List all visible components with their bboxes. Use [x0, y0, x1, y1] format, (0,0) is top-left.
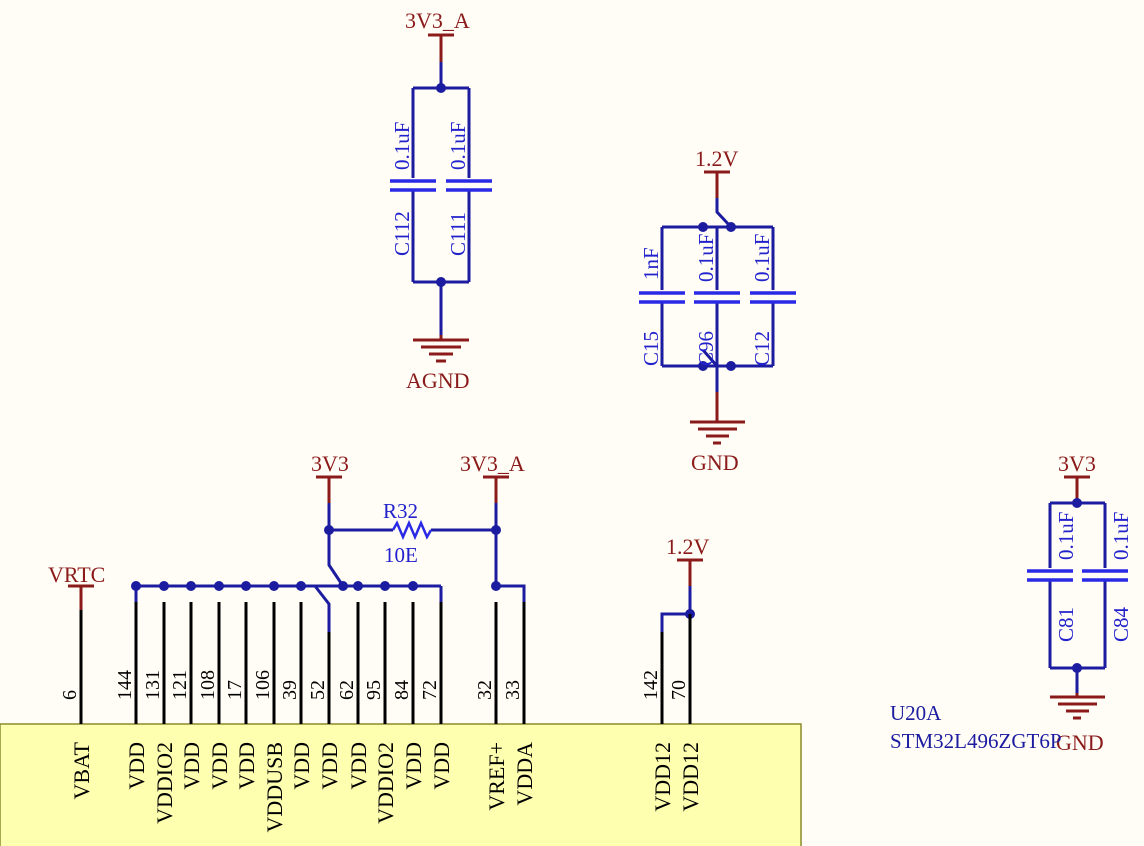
pin-number: 95: [363, 680, 385, 700]
cap-c96-ref: C96: [694, 331, 718, 366]
resistor-ref: R32: [383, 499, 418, 523]
cap-c112-value: 0.1uF: [390, 122, 414, 170]
pin-number: 142: [640, 670, 662, 700]
pin-number: 6: [59, 690, 81, 700]
cap-group-1v2: [639, 170, 796, 445]
resistor-value: 10E: [384, 543, 418, 567]
pin-number: 70: [668, 680, 690, 700]
cap-c112-ref: C112: [390, 211, 414, 256]
net-3v3: 3V3: [311, 451, 349, 476]
cap-c15-ref: C15: [639, 331, 663, 366]
cap-c84-ref: C84: [1109, 606, 1133, 642]
ic-ref: U20A: [890, 701, 942, 725]
pin-number: 52: [307, 680, 329, 700]
pin-name: VDDIO2: [152, 742, 177, 824]
pin-name: VREF+: [484, 742, 509, 811]
net-vrtc: VRTC: [48, 562, 105, 587]
pin-name: VBAT: [69, 741, 94, 799]
pin-name: VDDA: [512, 742, 537, 806]
pin-name: VDD: [179, 742, 204, 790]
cap-c12-value: 0.1uF: [750, 234, 774, 282]
cap-group-3v3a: [390, 33, 492, 363]
net-1v2-bottom: 1.2V: [666, 534, 710, 559]
net-gnd-mid: GND: [691, 450, 739, 475]
net-3v3a-bottom: 3V3_A: [460, 451, 525, 476]
ic-part: STM32L496ZGT6P: [890, 729, 1062, 753]
cap-c84-value: 0.1uF: [1109, 512, 1133, 560]
pin-name: VDD: [234, 742, 259, 790]
net-agnd: AGND: [406, 368, 470, 393]
pin-number: 32: [474, 680, 496, 700]
ic-pin-lines: [79, 602, 692, 724]
pin-number: 39: [279, 680, 301, 700]
pin-number: 106: [252, 670, 274, 700]
pin-name: VDD: [429, 742, 454, 790]
ic-body: [0, 723, 802, 846]
pin-number: 84: [391, 680, 413, 700]
net-3v3-right: 3V3: [1058, 451, 1096, 476]
pin-number: 62: [336, 680, 358, 700]
cap-c96-value: 0.1uF: [694, 234, 718, 282]
pin-name: VDD: [401, 742, 426, 790]
pin-name: VDD: [346, 742, 371, 790]
cap-c111-ref: C111: [446, 212, 470, 256]
pin-name: VDD: [289, 742, 314, 790]
pin-number: 131: [142, 670, 164, 700]
vdd12-network: [660, 558, 703, 632]
pin-name: VDD12: [678, 742, 703, 812]
pin-number: 121: [169, 670, 191, 700]
pin-name: VDDIO2: [373, 742, 398, 824]
cap-c81-value: 0.1uF: [1054, 512, 1078, 560]
cap-c81-ref: C81: [1054, 607, 1078, 642]
vdd-network: [131, 475, 526, 632]
net-gnd-right: GND: [1056, 730, 1104, 755]
cap-c111-value: 0.1uF: [446, 122, 470, 170]
pin-number: 144: [114, 670, 136, 700]
pin-name: VDD: [317, 742, 342, 790]
cap-group-3v3-right: [1027, 475, 1128, 720]
pin-name: VDDUSB: [262, 742, 287, 832]
cap-c12-ref: C12: [750, 331, 774, 366]
pin-name: VDD: [207, 742, 232, 790]
pin-name: VDD12: [650, 742, 675, 812]
pin-number: 72: [419, 680, 441, 700]
pin-number: 33: [502, 680, 524, 700]
cap-c15-value: 1nF: [639, 247, 663, 280]
pin-number: 108: [197, 670, 219, 700]
net-1v2-mid: 1.2V: [695, 146, 739, 171]
vrtc-net: [68, 584, 94, 610]
pin-name: VDD: [124, 742, 149, 790]
pin-number: 17: [224, 680, 246, 700]
net-3v3a-top: 3V3_A: [405, 8, 470, 33]
